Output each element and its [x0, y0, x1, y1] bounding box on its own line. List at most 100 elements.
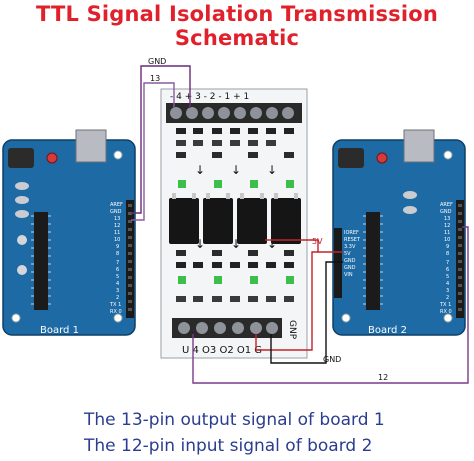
- module-bottom-terminals: [178, 322, 278, 334]
- wire-pin12: [192, 226, 469, 384]
- module-led: [286, 180, 294, 188]
- board-2-pin-label: 9: [446, 244, 449, 250]
- wire-labels: GND 13 5V GND 12: [148, 57, 388, 382]
- board-2-mount-hole-1: [443, 150, 453, 160]
- wire-5v-label: 5V: [312, 237, 323, 246]
- board-2: IOREF RESET 3.3V 5V GND GND VIN AREF GND…: [332, 129, 466, 336]
- board-2-pin-label: RX 0: [440, 309, 452, 315]
- board-2-power-label: 3.3V: [344, 244, 356, 250]
- board-2-header-holes: [458, 204, 462, 311]
- module-optocouplers: [169, 193, 301, 244]
- module-top-header-label: - 4 + 3 - 2 - 1 + 1: [170, 92, 249, 102]
- isolation-module: - 4 + 3 - 2 - 1 + 1: [160, 88, 308, 359]
- wire-pin13-label: 13: [150, 74, 160, 83]
- board-2-pin-label: AREF: [440, 202, 453, 208]
- wire-pin13: [131, 82, 175, 221]
- optocoupler-chip: [203, 198, 233, 244]
- down-arrow-icon: ↓: [231, 163, 241, 177]
- board-1-mount-hole-3: [113, 313, 123, 323]
- board-2-pin-label: 8: [446, 251, 449, 257]
- caption-board-1-output: The 13-pin output signal of board 1: [84, 410, 385, 430]
- module-led: [214, 180, 222, 188]
- board-2-pin-label: 3: [446, 288, 449, 294]
- board-1-capacitors: [17, 235, 27, 275]
- board-2-label: Board 2: [368, 325, 407, 336]
- board-2-mcu-chip: [366, 212, 380, 310]
- board-1-pin-label: 11: [114, 230, 120, 236]
- optocoupler-chip: [169, 198, 199, 244]
- board-2-mcu-pins: [363, 215, 383, 305]
- board-1-pin-label: 7: [116, 260, 119, 266]
- board-2-pin-label: 13: [444, 216, 450, 222]
- module-smd-components: [176, 128, 294, 302]
- board-1-mount-hole-1: [113, 150, 123, 160]
- board-1-pin-label: TX 1: [109, 302, 121, 308]
- board-1-pin-label: GND: [110, 209, 122, 215]
- board-1-pin-label: 3: [116, 288, 119, 294]
- board-2-pin-labels: AREF GND 13 12 11 10 9 8 7 6 5 4 3 2 TX …: [439, 202, 453, 315]
- board-2-pin-label: 6: [446, 267, 449, 273]
- down-arrow-icon: ↓: [231, 237, 241, 251]
- board-2-pin-label: GND: [440, 209, 452, 215]
- down-arrow-icon: ↓: [267, 237, 277, 251]
- page-title: TTL Signal Isolation Transmission Schema…: [35, 2, 439, 50]
- board-2-power-label: IOREF: [344, 230, 359, 236]
- wiring: [131, 65, 469, 384]
- module-bottom-header-label: U 4 O3 O2 O1 G: [182, 345, 262, 356]
- board-1-pin-label: RX 0: [110, 309, 122, 315]
- down-arrow-icon: ↓: [195, 237, 205, 251]
- board-2-mount-hole-3: [443, 313, 453, 323]
- wire-5v: [265, 239, 343, 253]
- board-2-power-label: GND: [344, 265, 356, 271]
- caption-board-2-input: The 12-pin input signal of board 2: [84, 436, 373, 456]
- board-2-usb-port: [403, 129, 435, 163]
- module-led: [214, 276, 222, 284]
- board-1-pin-label: 4: [116, 281, 119, 287]
- board-2-pin-label: 7: [446, 260, 449, 266]
- board-2-pin-label: 11: [444, 230, 450, 236]
- wire-5v-drop: [255, 251, 318, 351]
- board-2-reset-button: [376, 152, 388, 164]
- wire-gnd-bottom: [270, 261, 343, 364]
- module-leds: [178, 180, 294, 284]
- board-1-pin-label: 12: [114, 223, 120, 229]
- board-1: AREF GND 13 12 11 10 9 8 7 6 5 4 3 2 TX …: [2, 129, 136, 336]
- module-led: [250, 180, 258, 188]
- board-1-crystal: [15, 182, 29, 218]
- board-1-mount-hole-2: [11, 313, 21, 323]
- board-2-pin-label: 2: [446, 295, 449, 301]
- board-2-pin-label: 10: [444, 237, 450, 243]
- board-1-pin-label: 10: [114, 237, 120, 243]
- board-2-pin-label: 12: [444, 223, 450, 229]
- board-2-power-jack: [338, 148, 364, 168]
- optocoupler-chip: [271, 198, 301, 244]
- board-1-pin-label: 6: [116, 267, 119, 273]
- board-2-mount-hole-2: [341, 313, 351, 323]
- wire-gnd-top: [131, 65, 191, 214]
- module-direction-arrows: ↓ ↓ ↓ ↓ ↓ ↓: [195, 163, 277, 251]
- wire-gnd-top-label: GND: [148, 57, 166, 66]
- board-1-label: Board 1: [40, 325, 79, 336]
- board-1-pin-label: 8: [116, 251, 119, 257]
- board-1-pin-label: AREF: [110, 202, 123, 208]
- optocoupler-chip: [237, 198, 267, 244]
- board-1-usb-port: [75, 129, 107, 163]
- module-led: [178, 276, 186, 284]
- module-top-terminals: [170, 107, 294, 119]
- board-2-pin-label: 4: [446, 281, 449, 287]
- board-1-mcu-pins: [31, 215, 51, 305]
- wire-pin12-label: 12: [378, 373, 388, 382]
- board-2-power-label: 5V: [344, 251, 351, 257]
- board-1-pin-labels: AREF GND 13 12 11 10 9 8 7 6 5 4 3 2 TX …: [109, 202, 123, 315]
- board-1-pin-label: 9: [116, 244, 119, 250]
- board-1-power-jack: [8, 148, 34, 168]
- wire-gnd-bottom-label: GND: [323, 355, 341, 364]
- board-2-pin-label: 5: [446, 274, 449, 280]
- down-arrow-icon: ↓: [195, 163, 205, 177]
- board-1-mcu-chip: [34, 212, 48, 310]
- board-1-header-holes: [128, 204, 132, 311]
- module-led: [178, 180, 186, 188]
- board-2-crystal: [403, 191, 417, 214]
- board-2-power-label: VIN: [344, 272, 353, 278]
